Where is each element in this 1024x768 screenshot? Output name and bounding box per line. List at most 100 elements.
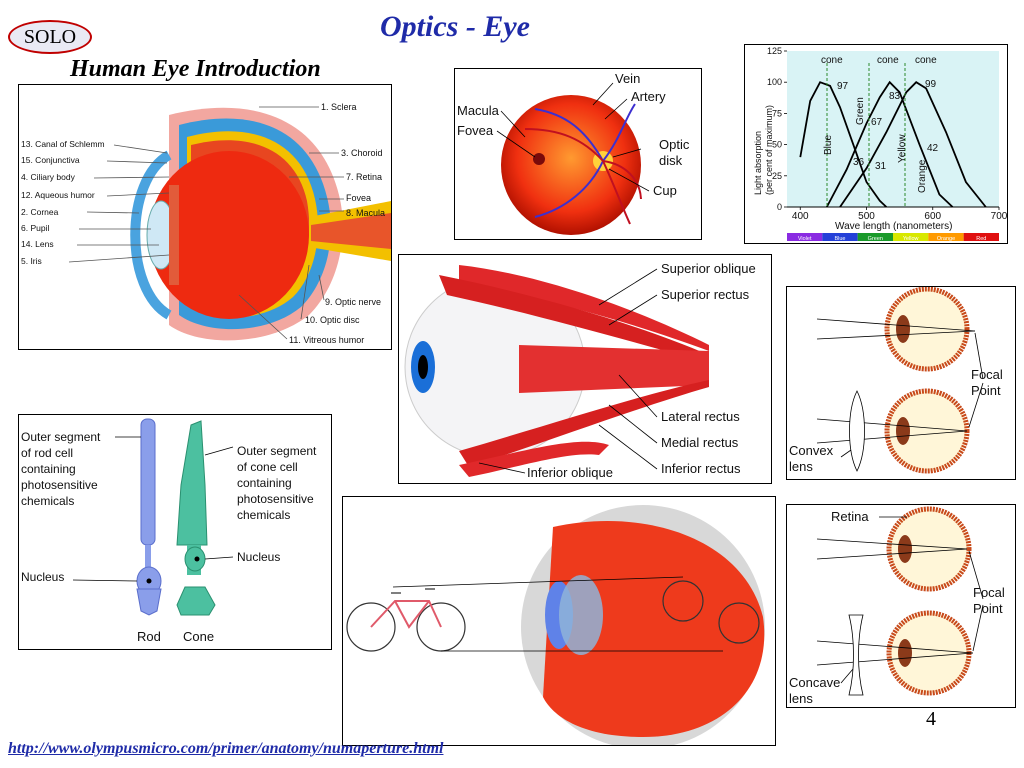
spectrum-label: Red	[976, 236, 986, 242]
eye-muscles-diagram: Superior oblique Superior rectus Lateral…	[404, 261, 756, 480]
spectrum-label: Violet	[798, 236, 812, 242]
farsight-eye-top	[884, 287, 970, 372]
label-optic-disc: 10. Optic disc	[305, 315, 360, 325]
rod-desc-line3: containing	[21, 462, 76, 476]
y-tick-label: 75	[772, 108, 782, 118]
label-inferior-rectus: Inferior rectus	[661, 461, 741, 476]
label-rod: Rod	[137, 629, 161, 644]
label-superior-rectus: Superior rectus	[661, 287, 750, 302]
x-tick-label: 600	[924, 211, 941, 222]
label-iris: 5. Iris	[21, 256, 42, 266]
bicycle-image	[662, 580, 760, 644]
label-disk: disk	[659, 153, 683, 168]
farsight-panel: Focal Point Convex lens	[786, 286, 1016, 480]
spectrum-band	[893, 233, 929, 241]
label-convex-lens: lens	[789, 459, 813, 474]
label-concave: Concave	[789, 675, 840, 690]
x-tick-label: 500	[858, 211, 875, 222]
label-sclera: 1. Sclera	[321, 102, 357, 112]
plot-background	[787, 51, 999, 207]
label-choroid: 3. Choroid	[341, 148, 383, 158]
farsight-eye-bottom	[884, 388, 970, 474]
label-pupil: 6. Pupil	[21, 223, 49, 233]
y-tick-label: 100	[767, 77, 782, 87]
y-tick-label: 50	[772, 140, 782, 150]
image-formation-diagram	[346, 505, 765, 745]
label-cup: Cup	[653, 183, 677, 198]
fundus-diagram: Vein Artery Macula Fovea Optic disk Cup	[457, 71, 690, 235]
cone-desc-line3: containing	[237, 476, 292, 490]
label-focal-nearsight: Focal	[973, 585, 1005, 600]
label-medial-rectus: Medial rectus	[661, 435, 739, 450]
label-vitreous-humor: 11. Vitreous humor	[289, 335, 364, 345]
curve-label-green: Green	[855, 97, 866, 125]
eye-anatomy-diagram: 1. Sclera 3. Choroid 7. Retina Fovea 8. …	[21, 102, 391, 345]
label-ciliary-body: 4. Ciliary body	[21, 172, 76, 182]
label-aqueous-humor: 12. Aqueous humor	[21, 190, 95, 200]
x-axis-label: Wave length (nanometers)	[835, 221, 952, 232]
label-cornea: 2. Cornea	[21, 207, 59, 217]
label-vein: Vein	[615, 71, 640, 86]
cone-desc-line4: photosensitive	[237, 492, 314, 506]
curve-label-yellow: Yellow	[897, 134, 908, 163]
solo-logo: SOLO	[8, 20, 92, 54]
spectrum-band	[963, 233, 999, 241]
value-label-31: 31	[875, 161, 887, 172]
label-lateral-rectus: Lateral rectus	[661, 409, 740, 424]
absorption-curve-blue	[799, 81, 888, 208]
spectrum-band	[787, 233, 823, 241]
value-label-99: 99	[925, 79, 937, 90]
rod-desc-line2: of rod cell	[21, 446, 73, 460]
x-tick-label: 400	[792, 211, 809, 222]
spectrum-label: Orange	[937, 236, 955, 242]
cells-panel: Outer segment of rod cell containing pho…	[18, 414, 332, 650]
cone-label-3: cone	[915, 55, 937, 66]
label-point-nearsight: Point	[973, 601, 1003, 616]
value-label-36: 36	[853, 157, 865, 168]
nearsight-eye-bottom	[886, 610, 972, 696]
value-label-83: 83	[889, 91, 901, 102]
slide-subtitle: Human Eye Introduction	[70, 56, 321, 82]
page-number: 4	[926, 708, 936, 730]
cone-desc-line5: chemicals	[237, 508, 290, 522]
source-url-link[interactable]: http://www.olympusmicro.com/primer/anato…	[8, 740, 444, 757]
spectrum-band	[857, 233, 893, 241]
curve-label-orange: Orange	[917, 159, 928, 193]
label-fovea-fundus: Fovea	[457, 123, 494, 138]
farsight-diagram: Focal Point Convex lens	[789, 287, 1003, 474]
cone-label-1: cone	[821, 55, 843, 66]
rod-cell	[136, 418, 162, 616]
label-convex: Convex	[789, 443, 834, 458]
bicycle-object	[346, 588, 466, 652]
label-inferior-oblique: Inferior oblique	[527, 465, 613, 480]
label-cone: Cone	[183, 629, 214, 644]
muscles-panel: Superior oblique Superior rectus Lateral…	[398, 254, 772, 484]
label-point-farsight: Point	[971, 383, 1001, 398]
label-concave-lens: lens	[789, 691, 813, 706]
rod-cone-diagram: Outer segment of rod cell containing pho…	[21, 418, 317, 644]
fundus-panel: Vein Artery Macula Fovea Optic disk Cup	[454, 68, 702, 240]
label-optic-nerve: 9. Optic nerve	[325, 297, 381, 307]
y-axis-label-1: Light absorption	[753, 131, 763, 195]
label-lens: 14. Lens	[21, 239, 54, 249]
label-canal-of-schlemm: 13. Canal of Schlemm	[21, 139, 105, 149]
absorption-curve-yellow	[839, 81, 987, 208]
absorption-curve-green	[826, 80, 954, 208]
nearsight-panel: Retina Focal Point Concave lens	[786, 504, 1016, 708]
cone-cell	[176, 420, 216, 616]
cone-label-2: cone	[877, 55, 899, 66]
label-nucleus-rod: Nucleus	[21, 570, 64, 584]
value-label-97: 97	[837, 81, 849, 92]
spectrum-label: Yellow	[903, 236, 919, 242]
y-tick-label: 0	[777, 202, 782, 212]
image-formation-panel	[342, 496, 776, 746]
curve-label-blue: Blue	[823, 135, 834, 155]
label-fovea: Fovea	[346, 193, 371, 203]
label-artery: Artery	[631, 89, 666, 104]
label-optic: Optic	[659, 137, 690, 152]
rod-desc-line1: Outer segment	[21, 430, 101, 444]
rod-desc-line5: chemicals	[21, 494, 74, 508]
value-label-67: 67	[871, 117, 883, 128]
label-conjunctiva: 15. Conjunctiva	[21, 155, 80, 165]
label-superior-oblique: Superior oblique	[661, 261, 756, 276]
